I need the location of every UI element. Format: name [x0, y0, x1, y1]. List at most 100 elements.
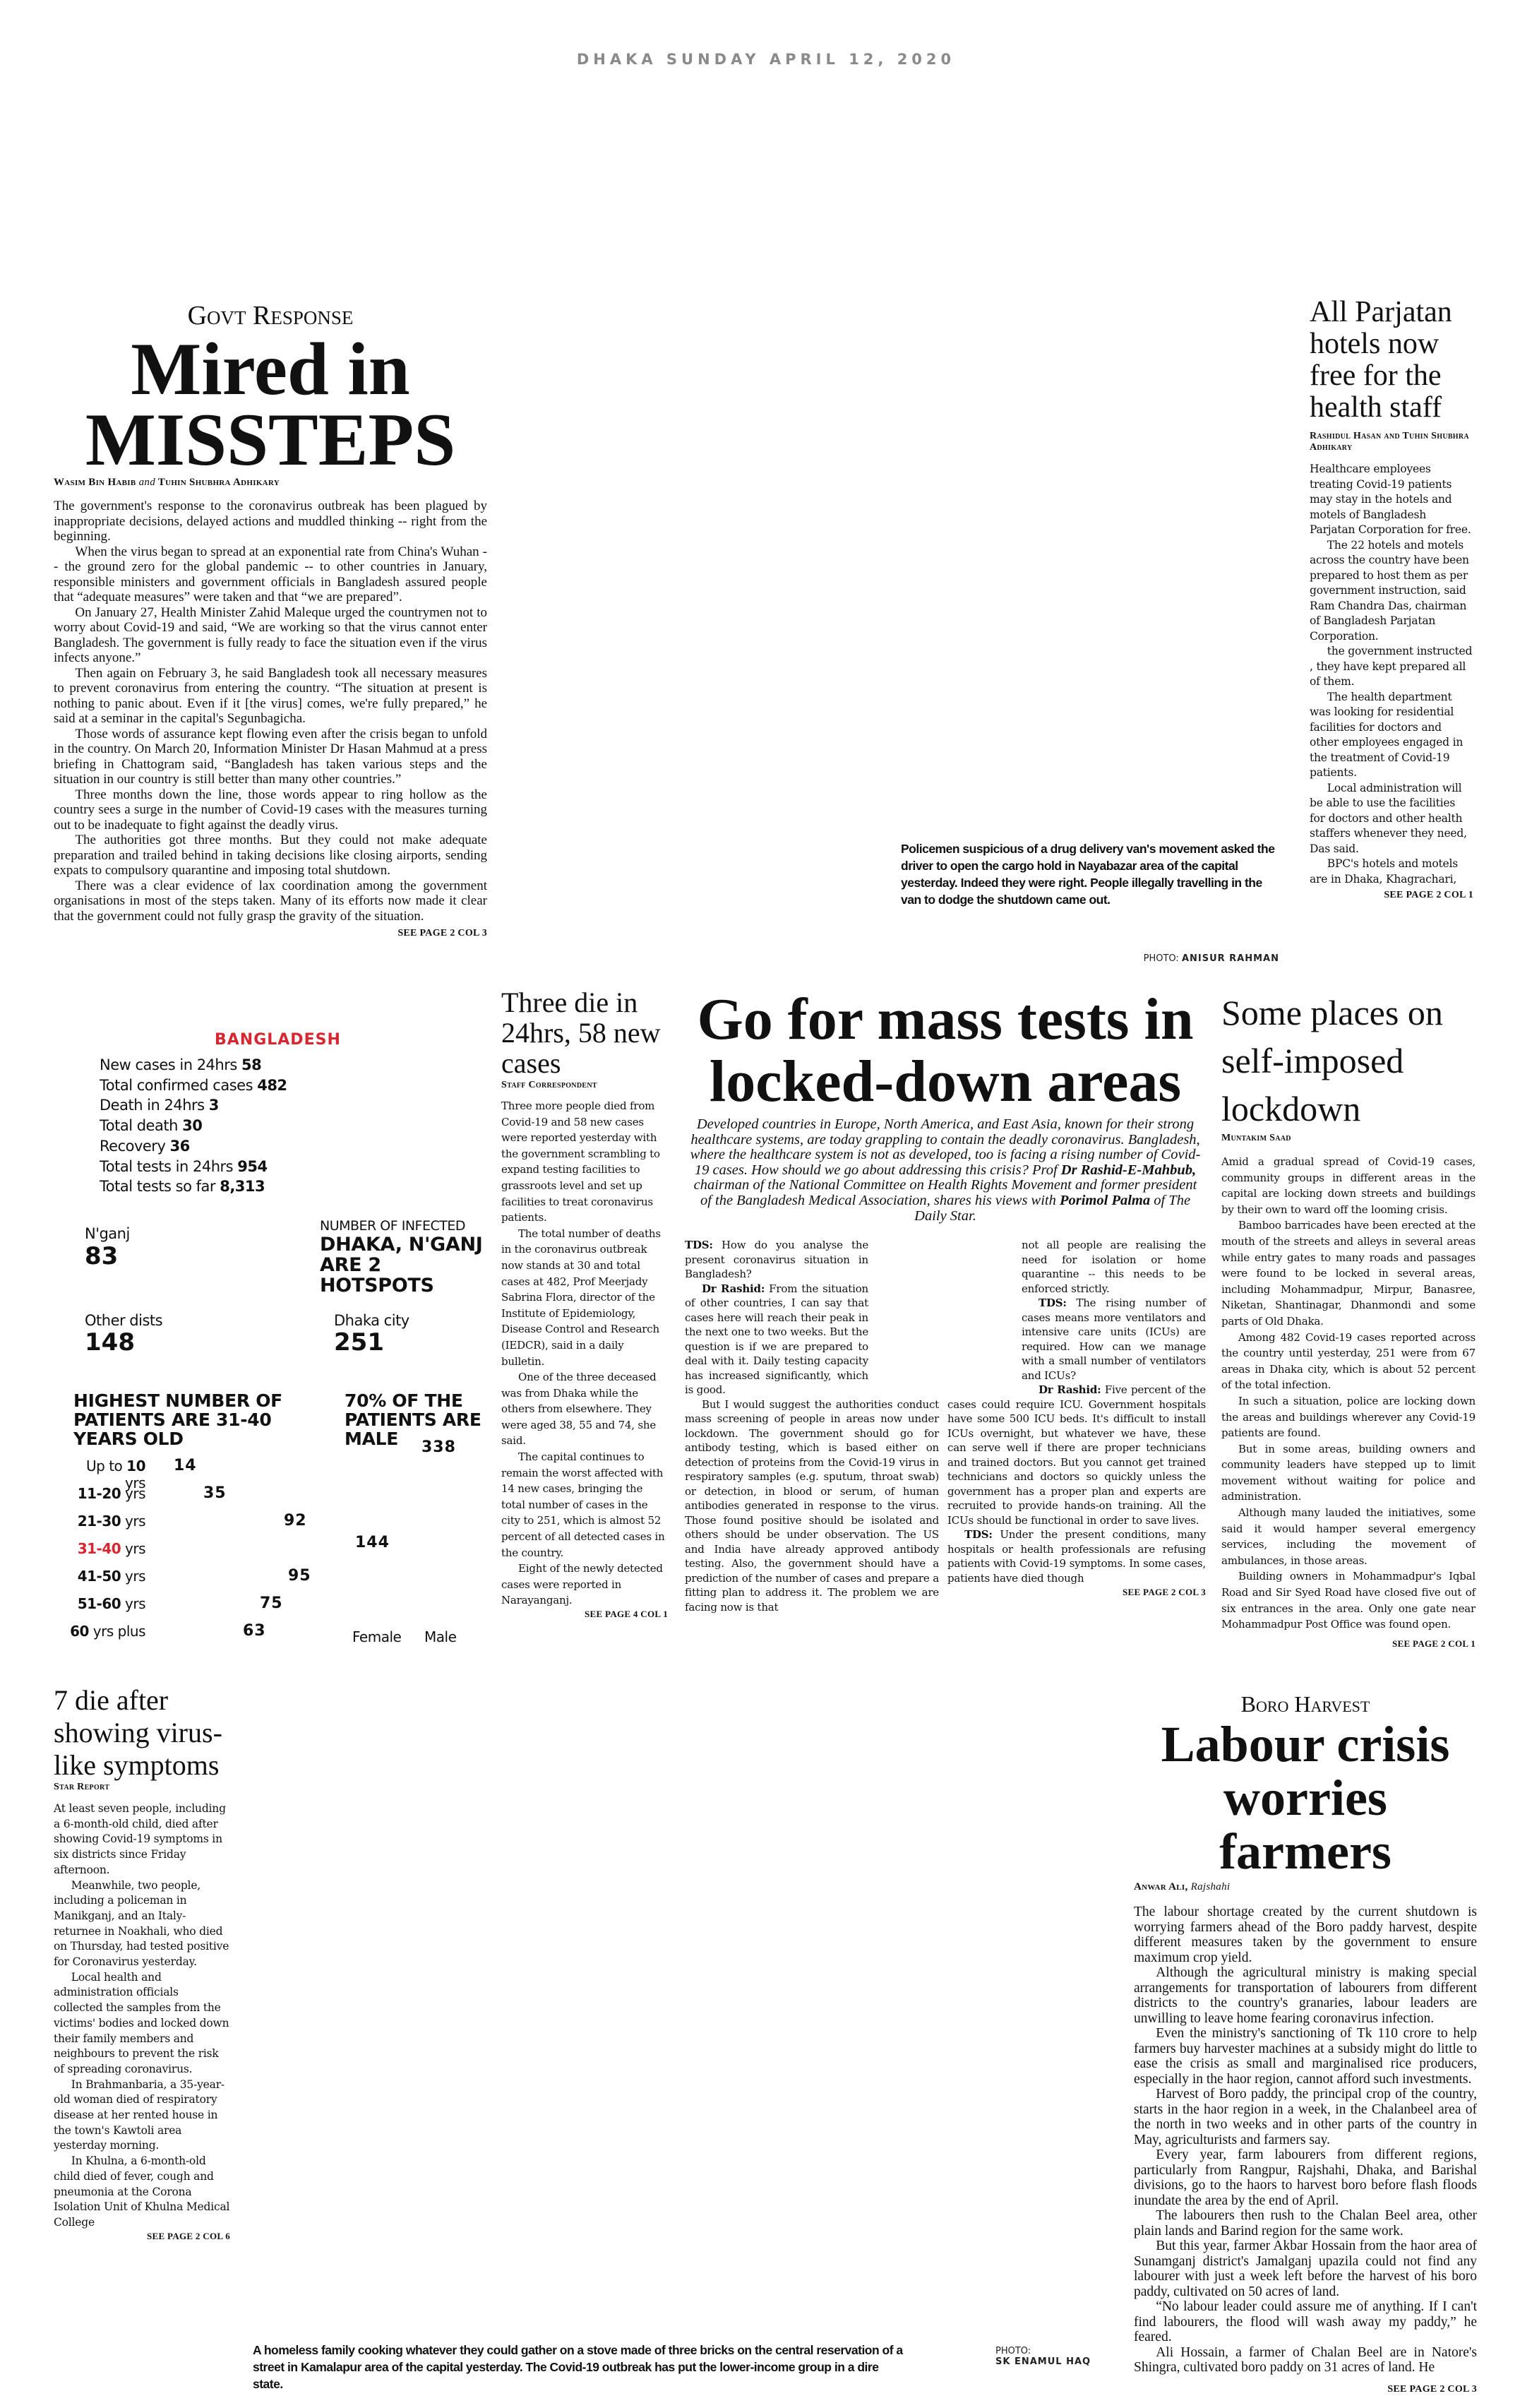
article-headline: 7 die after showing virus-like symptoms [54, 1684, 222, 1781]
age-row-label: 51-60 yrs [66, 1595, 146, 1612]
paragraph: Amid a gradual spread of Covid-19 cases,… [1221, 1155, 1476, 1216]
paragraph: Local health and administration official… [54, 1970, 229, 2075]
paragraph: Bamboo barricades have been erected at t… [1221, 1219, 1476, 1328]
jump-link[interactable]: SEE PAGE 2 COL 1 [1392, 1638, 1476, 1649]
paragraph: The authorities got three months. But th… [54, 833, 487, 878]
paragraph: Among 482 Covid-19 cases reported across… [1221, 1330, 1476, 1392]
paragraph: Harvest of Boro paddy, the principal cro… [1134, 2087, 1477, 2147]
qa-paragraph: But I would suggest the authorities cond… [685, 1397, 939, 1615]
male-label: Male [424, 1628, 457, 1645]
age-suffix: yrs plus [88, 1623, 146, 1640]
stat-label: Death in 24hrs [100, 1097, 205, 1114]
stat-label: Total tests so far [100, 1178, 216, 1196]
age-value-label: 35 [203, 1484, 227, 1502]
article-headline: Mired in MISSTEPS [54, 332, 487, 477]
jump-link[interactable]: SEE PAGE 4 COL 1 [585, 1609, 668, 1619]
qa-paragraph: TDS: The rising number of cases means mo… [947, 1296, 1206, 1383]
qa-paragraph: TDS: Under the present conditions, many … [947, 1527, 1206, 1585]
qa-text: Five percent of the cases could require … [947, 1383, 1206, 1527]
paragraph: Those words of assurance kept flowing ev… [54, 726, 487, 787]
stat-deaths-24h: Death in 24hrs 3 [100, 1095, 287, 1116]
paragraph: Healthcare employees treating Covid-19 p… [1310, 463, 1471, 536]
stat-value: 30 [182, 1117, 203, 1135]
stat-total-cases: Total confirmed cases 482 [100, 1075, 287, 1096]
age-value-label: 75 [260, 1595, 283, 1612]
age-range: 31-40 [77, 1540, 121, 1557]
byline-author: Tuhin Shubhra Adhikary [157, 477, 280, 488]
age-row-label: 60 yrs plus [66, 1623, 145, 1640]
speaker: TDS: [685, 1239, 713, 1252]
article-mired-in-missteps: Govt Response Mired in MISSTEPS Wasim Bi… [54, 300, 487, 939]
age-row-label: 11-20 yrs [66, 1485, 146, 1502]
article-headline: Go for mass tests in locked-down areas [685, 989, 1206, 1113]
jump-link[interactable]: SEE PAGE 2 COL 3 [1387, 2383, 1477, 2395]
article-intro: Developed countries in Europe, North Ame… [685, 1116, 1206, 1224]
paragraph: Three months down the line, those words … [54, 787, 487, 833]
interviewee-name: Dr Rashid-E-Mahbub, [1060, 1162, 1197, 1178]
female-value: 144 [355, 1533, 390, 1551]
gender-chart-title: 70% OF THE PATIENTS ARE MALE [345, 1391, 481, 1448]
paragraph: Local administration will be able to use… [1310, 781, 1467, 855]
photo-credit: PHOTO: ANISUR RAHMAN [1130, 953, 1279, 964]
age-range: 51-60 [77, 1595, 121, 1612]
qa-paragraph: Dr Rashid: Five percent of the cases cou… [947, 1383, 1206, 1527]
age-suffix: yrs [125, 1474, 145, 1491]
stat-recovery: Recovery 36 [100, 1136, 287, 1157]
qa-text: Under the present conditions, many hospi… [947, 1528, 1206, 1585]
paragraph: The capital continues to remain the wors… [501, 1450, 665, 1559]
title-line: YEARS OLD [73, 1429, 184, 1449]
nganj-value: 83 [85, 1242, 119, 1270]
article-byline: Star Report [54, 1782, 110, 1792]
qa-paragraph: TDS: How do you analyse the present coro… [685, 1238, 939, 1282]
hotspots-headline: DHAKA, N'GANJ ARE 2 HOTSPOTS [320, 1234, 494, 1296]
article-byline: Rashidul Hasan and Tuhin Shubhra Adhikar… [1310, 431, 1469, 453]
paragraph: Then again on February 3, he said Bangla… [54, 665, 487, 727]
article-headline: Some places on self-imposed lockdown [1221, 993, 1443, 1128]
age-range: 60 [70, 1623, 89, 1640]
qa-paragraph: Dr Rashid: From the situation of other c… [685, 1282, 939, 1397]
paragraph: In Khulna, a 6-month-old child died of f… [54, 2154, 230, 2229]
article-body: The labour shortage created by the curre… [1134, 1905, 1477, 2376]
speaker: Dr Rashid: [702, 1282, 765, 1295]
paragraph: The labourers then rush to the Chalan Be… [1134, 2208, 1477, 2239]
paragraph: One of the three deceased was from Dhaka… [501, 1371, 657, 1448]
headline-line: DHAKA, N'GANJ [320, 1234, 483, 1256]
paragraph: BPC's hotels and motels are in Dhaka, Kh… [1310, 857, 1458, 886]
image-gap [868, 1238, 939, 1383]
headline-line: Go for mass tests in [697, 987, 1194, 1052]
age-suffix: yrs [121, 1540, 145, 1557]
article-self-lockdown: Some places on self-imposed lockdown Mun… [1221, 989, 1476, 1650]
article-labour-crisis: Boro Harvest Labour crisis worries farme… [1134, 1691, 1477, 2395]
stats-list: New cases in 24hrs 58 Total confirmed ca… [100, 1055, 287, 1197]
article-seven-die: 7 die after showing virus-like symptoms … [54, 1684, 230, 2242]
paragraph: Even the ministry's sanctioning of Tk 11… [1134, 2026, 1477, 2087]
intro-text: chairman of the National Committee on He… [693, 1177, 1197, 1208]
stat-tests-total: Total tests so far 8,313 [100, 1176, 287, 1197]
stat-label: Total death [100, 1117, 178, 1135]
paragraph: On January 27, Health Minister Zahid Mal… [54, 604, 487, 666]
jump-link[interactable]: SEE PAGE 2 COL 6 [147, 2230, 230, 2241]
age-row-label: 41-50 yrs [66, 1568, 146, 1585]
headline-line: locked-down areas [709, 1049, 1182, 1114]
paragraph: “No labour leader could assure me of any… [1134, 2299, 1477, 2344]
paragraph: In Brahmanbaria, a 35-year-old woman die… [54, 2078, 225, 2152]
article-byline: Anwar Ali, Rajshahi [1134, 1881, 1477, 1893]
qa-text: But I would suggest the authorities cond… [685, 1397, 939, 1614]
jump-link[interactable]: SEE PAGE 2 COL 3 [1123, 1587, 1206, 1598]
byline-author: Wasim Bin Habib [54, 477, 136, 488]
jump-link[interactable]: SEE PAGE 2 COL 3 [397, 928, 487, 938]
paragraph: Three more people died from Covid-19 and… [501, 1099, 660, 1224]
age-value-label: 14 [174, 1457, 197, 1474]
byline-author: Anwar Ali, [1134, 1881, 1188, 1893]
article-kicker: Govt Response [187, 301, 354, 330]
paragraph: In such a situation, police are locking … [1221, 1394, 1476, 1440]
title-line: 70% OF THE [345, 1390, 463, 1411]
stat-label: Total tests in 24hrs [100, 1157, 234, 1175]
stat-value: 3 [208, 1097, 220, 1114]
qa-text: How do you analyse the present coronavir… [685, 1239, 868, 1281]
article-parjatan-hotels: All Parjatan hotels now free for the hea… [1310, 297, 1473, 901]
jump-link[interactable]: SEE PAGE 2 COL 1 [1384, 890, 1473, 900]
stat-label: New cases in 24hrs [100, 1056, 237, 1073]
article-body: At least seven people, including a 6-mon… [54, 1801, 230, 2231]
stat-value: 36 [169, 1137, 191, 1155]
